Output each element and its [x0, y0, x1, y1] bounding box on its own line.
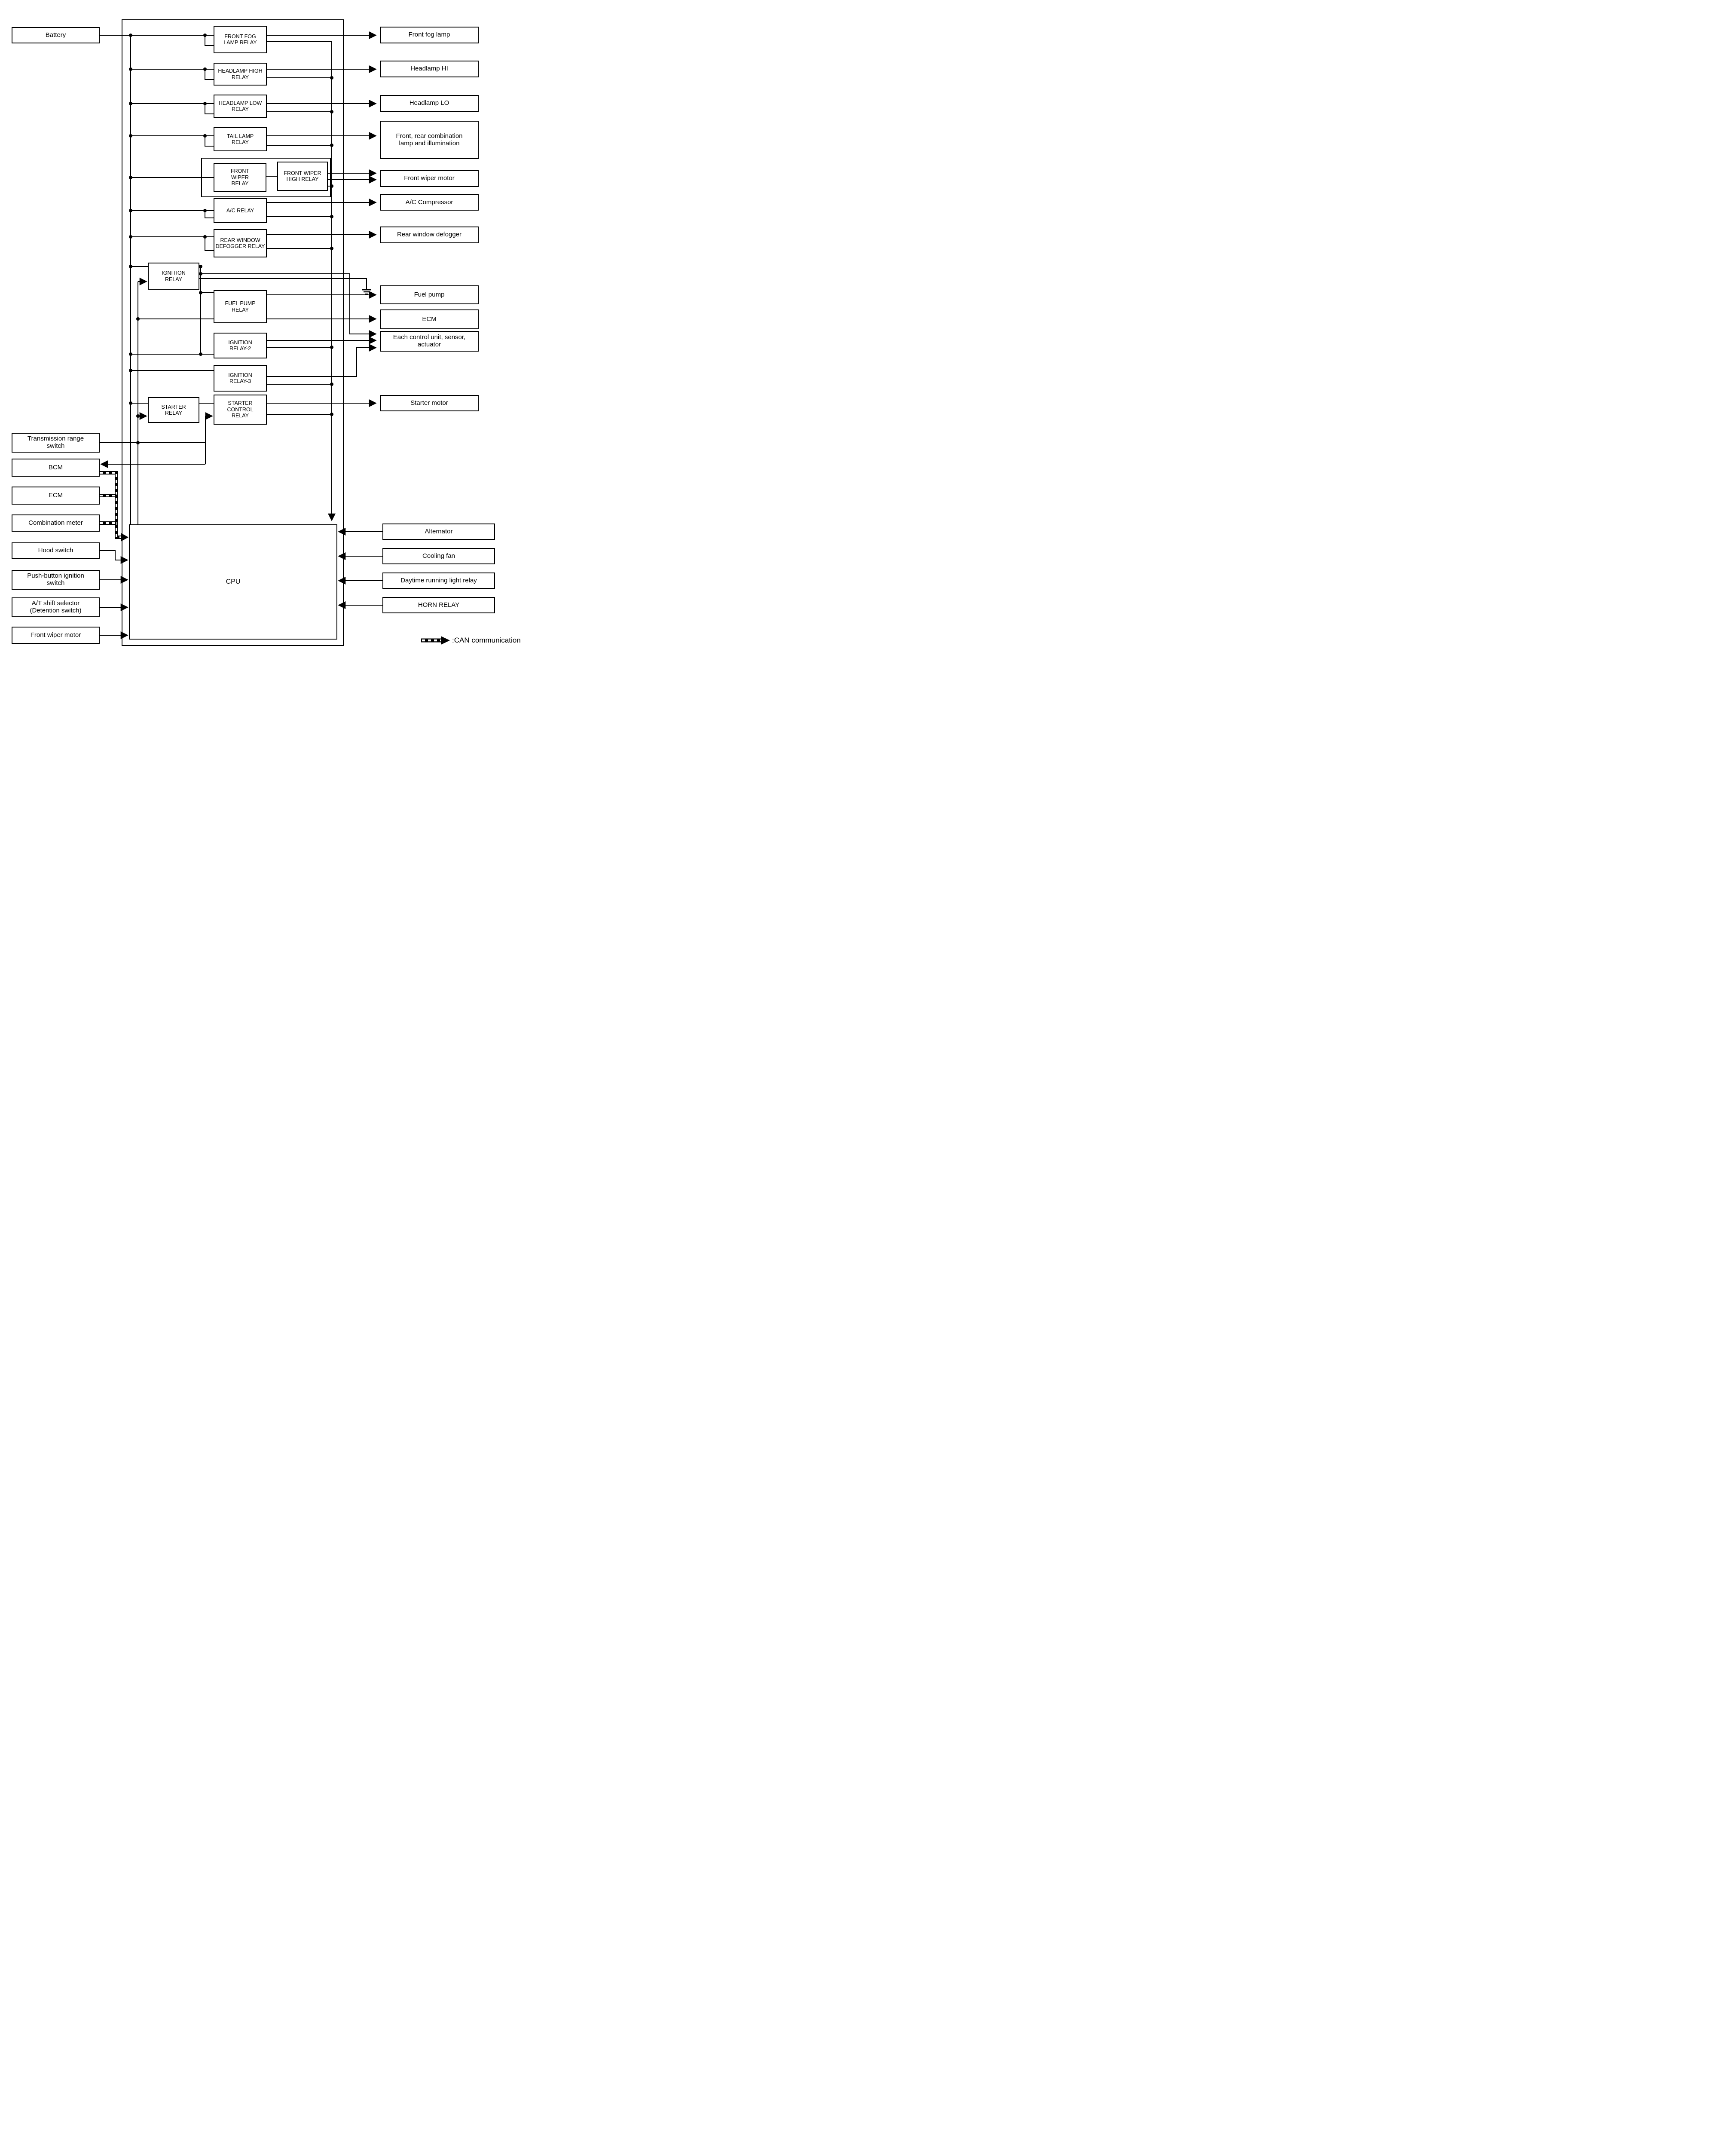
starter-motor-box: Starter motor	[380, 395, 479, 411]
push-button-ignition-switch-box: Push-button ignition switch	[12, 570, 100, 590]
ecm-right-box: ECM	[380, 309, 479, 329]
fuel-pump-box: Fuel pump	[380, 285, 479, 304]
can-legend-arrow-icon	[421, 636, 450, 645]
wiring-layer	[100, 31, 450, 645]
headlamp-high-relay-box: HEADLAMP HIGH RELAY	[214, 63, 267, 86]
junction-dots	[129, 34, 333, 444]
ac-relay-box: A/C RELAY	[214, 198, 267, 223]
fuel-pump-relay-box: FUEL PUMP RELAY	[214, 290, 267, 323]
at-shift-selector-box: A/T shift selector (Detention switch)	[12, 597, 100, 617]
starter-relay-box: STARTER RELAY	[148, 397, 199, 423]
ignition-relay-2-box: IGNITION RELAY-2	[214, 333, 267, 358]
rear-window-defogger-box: Rear window defogger	[380, 227, 479, 243]
front-wiper-relay-group	[201, 158, 331, 197]
bcm-box: BCM	[12, 459, 100, 477]
headlamp-lo-box: Headlamp LO	[380, 95, 479, 112]
circuit-diagram: Battery Transmission range switch BCM EC…	[0, 0, 533, 664]
front-fog-lamp-box: Front fog lamp	[380, 27, 479, 43]
daytime-running-light-relay-box: Daytime running light relay	[382, 572, 495, 589]
headlamp-hi-box: Headlamp HI	[380, 61, 479, 77]
headlamp-low-relay-box: HEADLAMP LOW RELAY	[214, 95, 267, 118]
alternator-box: Alternator	[382, 523, 495, 540]
can-wires	[100, 471, 128, 542]
front-rear-combination-lamp-box: Front, rear combination lamp and illumin…	[380, 121, 479, 159]
ignition-relay-3-box: IGNITION RELAY-3	[214, 365, 267, 392]
horn-relay-box: HORN RELAY	[382, 597, 495, 613]
combination-meter-box: Combination meter	[12, 514, 100, 532]
rear-window-defogger-relay-box: REAR WINDOW DEFOGGER RELAY	[214, 229, 267, 257]
front-wiper-motor-right-box: Front wiper motor	[380, 170, 479, 187]
cpu-box: CPU	[129, 524, 337, 640]
each-control-unit-box: Each control unit, sensor, actuator	[380, 331, 479, 352]
front-fog-lamp-relay-box: FRONT FOG LAMP RELAY	[214, 26, 267, 53]
can-arrow-icon	[121, 533, 128, 542]
can-legend-label: :CAN communication	[452, 636, 521, 644]
hood-switch-box: Hood switch	[12, 542, 100, 559]
ignition-relay-box: IGNITION RELAY	[148, 263, 199, 290]
starter-control-relay-box: STARTER CONTROL RELAY	[214, 395, 267, 425]
front-wiper-relay-box: FRONT WIPER RELAY	[214, 163, 266, 192]
transmission-range-switch-box: Transmission range switch	[12, 433, 100, 453]
tail-lamp-relay-box: TAIL LAMP RELAY	[214, 127, 267, 151]
ecm-left-box: ECM	[12, 487, 100, 505]
ipdm-enclosure	[122, 19, 344, 646]
front-wiper-high-relay-box: FRONT WIPER HIGH RELAY	[277, 162, 328, 191]
front-wiper-motor-left-box: Front wiper motor	[12, 627, 100, 644]
cooling-fan-box: Cooling fan	[382, 548, 495, 564]
ac-compressor-box: A/C Compressor	[380, 194, 479, 211]
battery-box: Battery	[12, 27, 100, 43]
ground-icon	[362, 289, 371, 294]
